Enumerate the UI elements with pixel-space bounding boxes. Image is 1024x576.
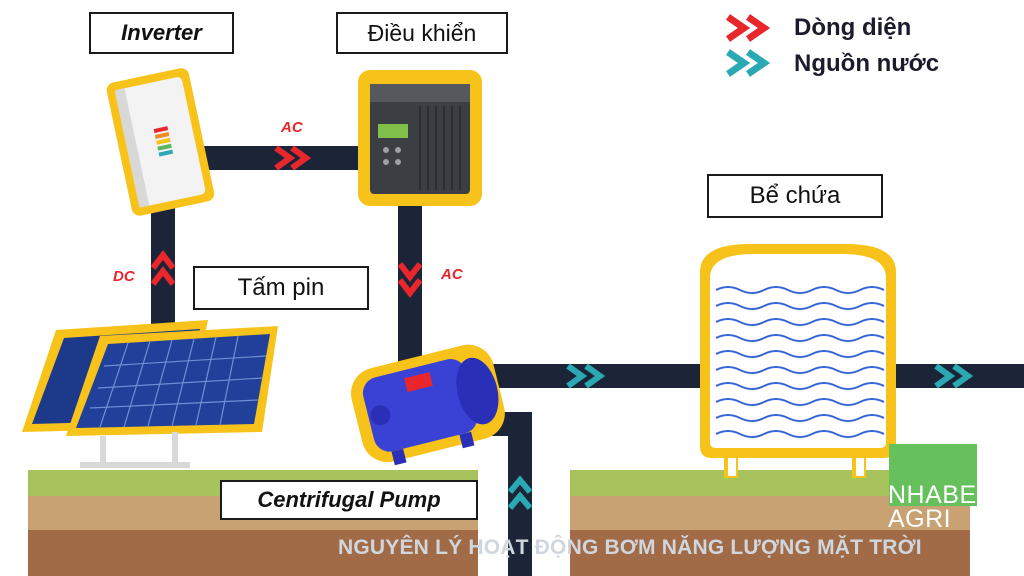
legend-current-arrow-icon	[726, 14, 771, 42]
pump-label: Centrifugal Pump	[220, 480, 478, 520]
water-arrow-pump-tank	[566, 363, 606, 389]
centrifugal-pump-icon	[350, 344, 505, 466]
inverter-label: Inverter	[89, 12, 234, 54]
ac-tag-top: AC	[281, 119, 303, 136]
controller-label: Điều khiển	[336, 12, 508, 54]
logo-line2: AGRI	[888, 505, 952, 533]
diagram-caption: NGUYÊN LÝ HOẠT ĐỘNG BƠM NĂNG LƯỢNG MẶT T…	[338, 536, 922, 559]
solar-panel-icon	[22, 320, 278, 468]
dc-tag: DC	[113, 268, 135, 285]
legend-water-label: Nguồn nước	[794, 50, 940, 77]
water-arrow-intake	[507, 475, 533, 510]
ac-tag-right: AC	[441, 266, 463, 283]
water-arrow-tank-out	[934, 363, 974, 389]
current-arrow-ac-right	[397, 262, 423, 298]
panel-label: Tấm pin	[193, 266, 369, 310]
controller-device-icon	[358, 70, 482, 206]
tank-label: Bể chứa	[707, 174, 883, 218]
water-tank-icon	[700, 244, 896, 478]
wire-inverter-controller	[200, 146, 368, 170]
current-arrow-ac-top	[274, 145, 312, 171]
nhabe-logo-block	[889, 444, 977, 506]
legend-current-label: Dòng diện	[794, 14, 912, 41]
inverter-device-icon	[106, 68, 215, 216]
legend-water-arrow-icon	[726, 49, 771, 77]
logo-line1: NHABE	[888, 481, 977, 509]
current-arrow-dc	[150, 250, 176, 286]
